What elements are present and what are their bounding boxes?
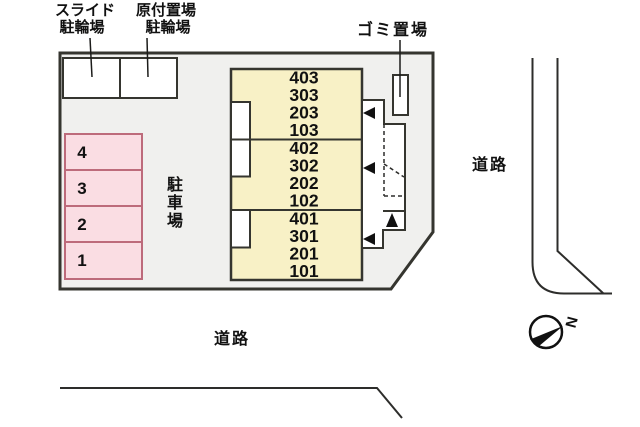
unit-number: 402 xyxy=(289,138,318,158)
slide-bicycle-label-line1: スライド xyxy=(54,2,115,19)
unit-number: 103 xyxy=(289,120,318,140)
stall-number: 2 xyxy=(77,215,86,234)
stall-number: 1 xyxy=(77,251,86,270)
stall-number: 4 xyxy=(77,143,87,162)
unit-number: 203 xyxy=(289,103,318,123)
entrance-arrow-left-icon xyxy=(363,162,375,174)
unit-number: 302 xyxy=(289,156,318,176)
parking-stall-2 xyxy=(64,205,143,243)
road-bottom-line xyxy=(60,387,403,419)
unit-number: 403 xyxy=(289,68,318,88)
building-entry-box xyxy=(230,138,251,178)
unit-number: 102 xyxy=(289,191,318,211)
unit-number: 301 xyxy=(289,226,318,246)
entrance-arrow-left-icon xyxy=(363,107,375,119)
moped-leader-line xyxy=(146,37,149,78)
building-entry-box xyxy=(230,101,251,141)
entrance-arrow-left-icon xyxy=(363,233,375,245)
parking-stall-4 xyxy=(64,133,143,171)
unit-number: 101 xyxy=(289,261,318,281)
moped-label-line1: 原付置場 xyxy=(135,2,196,19)
road-bottom-label: 道路 xyxy=(213,331,250,348)
compass-icon: N xyxy=(528,315,581,350)
unit-number: 303 xyxy=(289,85,318,105)
moped-label-line2: 駐輪場 xyxy=(145,19,191,36)
moped-parking-area xyxy=(119,57,178,99)
slide-bicycle-label-line2: 駐輪場 xyxy=(59,19,105,36)
road-right-outer-line xyxy=(531,58,612,295)
entrance-arrow-up-icon xyxy=(386,213,398,227)
compass-north-label: N xyxy=(561,315,580,330)
unit-number: 201 xyxy=(289,244,318,264)
road-right-label: 道路 xyxy=(471,157,508,174)
building-entry-box xyxy=(230,209,251,249)
unit-number: 401 xyxy=(289,209,318,229)
parking-stalls: 4 3 2 1 xyxy=(64,133,143,280)
unit-number: 202 xyxy=(289,173,318,193)
parking-lot-label: 駐車場 xyxy=(164,176,181,230)
road-right-inner-line xyxy=(556,58,605,295)
unit-numbers: 403 303 203 103 402 302 202 102 401 301 … xyxy=(289,68,318,282)
stall-number: 3 xyxy=(77,179,86,198)
slide-bicycle-leader-line xyxy=(89,37,93,78)
parking-stall-1 xyxy=(64,241,143,280)
stair-dashed-line xyxy=(383,163,405,178)
garbage-label: ゴミ置場 xyxy=(356,22,429,39)
